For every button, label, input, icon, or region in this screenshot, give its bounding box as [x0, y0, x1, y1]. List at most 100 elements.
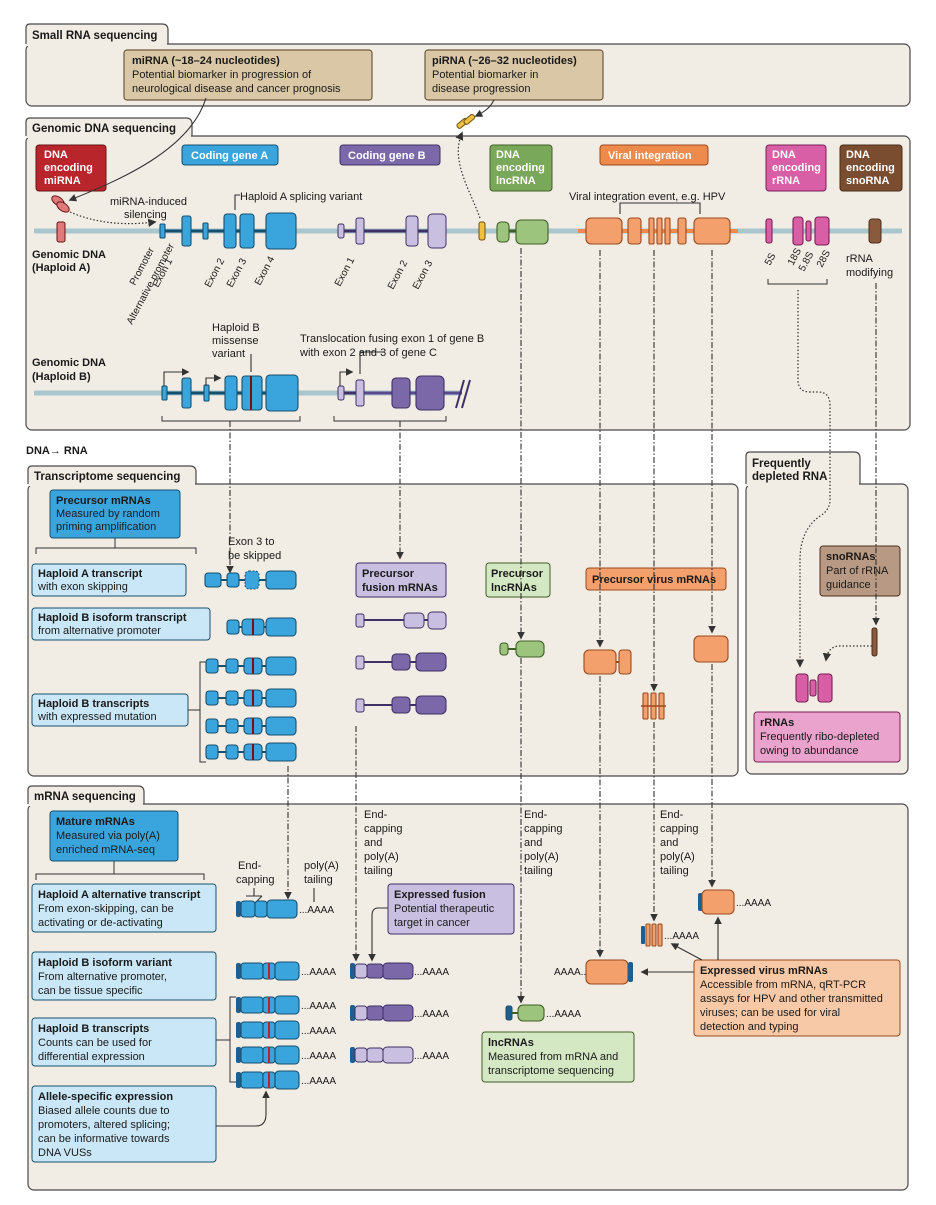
small-rna-panel: Small RNA sequencing miRNA (~18–24 nucle…	[25, 23, 911, 107]
pirna-dotted-arrow	[455, 131, 481, 219]
viral-bracket	[619, 202, 701, 214]
gene-a-exon2	[223, 213, 237, 249]
viral-event-label: Viral integration event, e.g. HPV	[569, 191, 726, 203]
box-line: can be informative towards	[38, 1133, 170, 1145]
rrna-28s	[814, 216, 830, 246]
haploid-b-bracket-b	[333, 416, 447, 422]
box-line: enriched mRNA-seq	[56, 844, 155, 856]
mature-transcript-rows: ...AAAA...AAAA...AAAA...AAAA...AAAA...AA…	[236, 899, 336, 1090]
snornas-box: snoRNAs Part of rRNA guidance	[819, 545, 901, 597]
tag-text: DNA	[44, 149, 68, 161]
exon3-skip-label: be skipped	[228, 550, 281, 562]
gene-b-exon1	[355, 217, 365, 245]
end-capping-label: capping	[236, 874, 275, 886]
polya-label: tailing	[304, 874, 333, 886]
box-line: differential expression	[38, 1051, 145, 1063]
tag-text: encoding	[496, 162, 545, 174]
box-line: Part of rRNA	[826, 565, 889, 577]
fusion-exon3	[415, 375, 445, 411]
box-line: Accessible from mRNA, qRT-PCR	[700, 979, 866, 991]
gene-b-exon3	[427, 213, 447, 249]
tag-dna-lncrna: DNA encoding lncRNA	[489, 144, 553, 192]
haploid-b-transcript-rows	[205, 656, 297, 762]
silencing-arrow	[69, 211, 157, 227]
box-line: Measured via poly(A)	[56, 830, 160, 842]
virus-mature-large: ...AAAA	[698, 889, 771, 915]
flow-lines	[226, 248, 880, 1004]
box-line: transcriptome sequencing	[488, 1065, 614, 1077]
box-title: Haploid A alternative transcript	[38, 889, 201, 901]
polya-tail: ...AAAA	[414, 1009, 449, 1020]
gene-a-b-exon	[181, 377, 192, 409]
precursor-virus-mrna-small	[641, 692, 666, 720]
viral-exon	[664, 217, 671, 245]
mature-transcript: ...AAAA	[236, 899, 334, 919]
virus-mature-mid: AAAA...	[554, 959, 633, 985]
gene-a-alt-promoter	[202, 222, 209, 240]
tag-dna-snorna: DNA encoding snoRNA	[839, 144, 903, 192]
pirna-box: piRNA (~26–32 nucleotides) Potential bio…	[424, 49, 604, 101]
depleted-panel: Frequently depleted RNA snoRNAs Part of …	[745, 451, 909, 775]
depleted-title: Frequently	[752, 458, 811, 470]
end-cap-polya-line: End-	[364, 809, 388, 821]
fusion-arrow	[368, 907, 388, 962]
box-title: lncRNAs	[488, 1037, 534, 1049]
mature-transcript: ...AAAA	[236, 995, 336, 1015]
end-cap-polya-line: End-	[524, 809, 548, 821]
box-line: Frequently ribo-depleted	[760, 731, 879, 743]
end-cap-polya-line: poly(A)	[660, 851, 695, 863]
fusion-transcript	[355, 652, 447, 672]
fusion-exon1	[355, 379, 365, 407]
hap-a-alt-box: Haploid A alternative transcript From ex…	[31, 883, 217, 933]
transcriptome-panel: Transcriptome sequencing Precursor mRNAs…	[27, 465, 739, 777]
small-rna-title: Small RNA sequencing	[32, 30, 157, 42]
mature-transcript: ...AAAA	[236, 1070, 336, 1090]
fusion-exon2	[391, 377, 411, 409]
polya-tail: ...AAAA	[301, 1076, 336, 1087]
box-title: Haploid B transcripts	[38, 1023, 149, 1035]
gene-a-exon3	[239, 213, 255, 249]
tag-text: DNA	[496, 149, 520, 161]
mirna-box: miRNA (~18–24 nucleotides) Potential bio…	[123, 49, 373, 101]
box-line: From alternative promoter,	[38, 971, 167, 983]
tag-text: lncRNA	[496, 175, 536, 187]
gene-a-exon1	[181, 215, 192, 247]
haploid-b-bracket-a	[161, 416, 301, 422]
tag-text: miRNA	[44, 175, 81, 187]
fusion-transcript	[355, 695, 447, 715]
box-title: Mature mRNAs	[56, 816, 135, 828]
box-line: Measured from mRNA and	[488, 1051, 618, 1063]
polya-tail: ...AAAA	[664, 931, 699, 942]
lncrna-mature: ...AAAA	[505, 1004, 581, 1022]
tag-text: encoding	[44, 162, 93, 174]
box-title: fusion mRNAs	[362, 582, 438, 594]
box-title: Haploid B isoform variant	[38, 957, 172, 969]
transcript-row	[205, 656, 297, 676]
box-title: Haploid B transcripts	[38, 698, 149, 710]
missense-label: variant	[212, 348, 245, 360]
promoter-arrow	[163, 368, 190, 386]
end-cap-polya-line: capping	[364, 823, 403, 835]
snorna-gene	[868, 218, 882, 244]
expressed-virus-box: Expressed virus mRNAs Accessible from mR…	[693, 959, 901, 1037]
precursor-virus-box: Precursor virus mRNAs	[585, 567, 727, 591]
lncrna-exon	[496, 221, 510, 243]
virus-arrow-small	[670, 943, 703, 961]
box-title: Precursor mRNAs	[56, 495, 151, 507]
transcriptome-title: Transcriptome sequencing	[34, 471, 180, 483]
snorna-molecule	[871, 627, 878, 657]
expressed-fusion-box: Expressed fusion Potential therapeutic t…	[387, 883, 515, 935]
end-cap-polya-line: tailing	[524, 865, 553, 877]
box-line: Counts can be used for	[38, 1037, 152, 1049]
end-cap-polya-line: and	[364, 837, 382, 849]
tag-text: encoding	[772, 162, 821, 174]
polya-tail: ...AAAA	[301, 1026, 336, 1037]
gene-a-b-exon	[265, 374, 299, 412]
box-title: Expressed fusion	[394, 889, 486, 901]
polya-tail: ...AAAA	[736, 898, 771, 909]
translocation-label: with exon 2 and 3 of gene C	[299, 347, 437, 359]
exon3-skip-label: Exon 3 to	[228, 536, 274, 548]
box-title: snoRNAs	[826, 551, 876, 563]
